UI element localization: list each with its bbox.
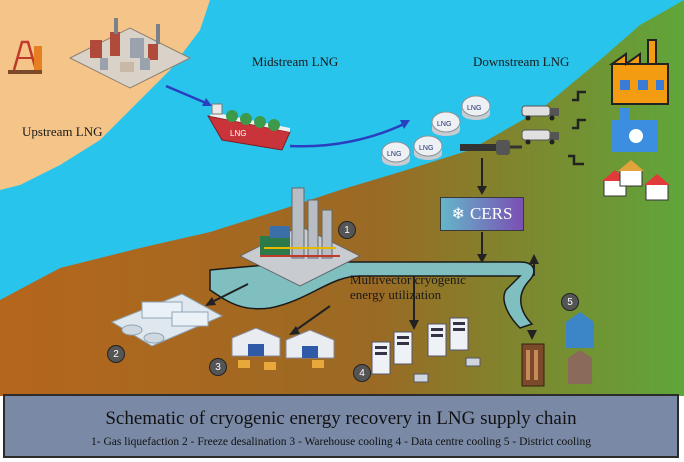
downstream-label: Downstream LNG: [473, 54, 570, 69]
caption-box: Schematic of cryogenic energy recovery i…: [3, 394, 679, 458]
upstream-label: Upstream LNG: [22, 124, 103, 139]
data-centre-icon: [371, 317, 481, 383]
ship-lng-text: LNG: [230, 129, 246, 138]
marker-1: 1: [338, 221, 356, 239]
cers-box: ❄ CERS: [440, 197, 524, 231]
gas-processing-plant-icon: [68, 18, 192, 89]
freeze-desalination-plant-icon: [110, 293, 224, 347]
arrow-ship-to-terminal: [289, 120, 410, 148]
caption-legend: 1- Gas liquefaction 2 - Freeze desalinat…: [91, 436, 591, 448]
multivector-label: Multivector cryogenic energy utilization: [350, 272, 466, 302]
arrow-return-up: [529, 254, 539, 276]
arrow-to-district: [527, 330, 537, 340]
lng-storage-tanks-icon: LNG LNG LNG LNG: [381, 95, 491, 166]
tank-lng-text: LNG: [387, 151, 401, 158]
arrow-upstream-to-ship: [165, 84, 212, 106]
power-plant-icon: [612, 108, 658, 152]
factory-icon: [608, 39, 669, 105]
gas-liquefaction-plant-icon: [238, 187, 362, 287]
cers-label: CERS: [469, 204, 513, 223]
cold-warehouse-icon: [231, 327, 335, 370]
marker-3: 3: [209, 358, 227, 376]
lng-carrier-ship-icon: LNG: [207, 103, 291, 151]
caption-title: Schematic of cryogenic energy recovery i…: [105, 408, 577, 429]
marker-4: 4: [353, 364, 371, 382]
marker-5: 5: [561, 293, 579, 311]
arrow-to-warehouse: [289, 305, 331, 335]
snowflake-icon: ❄: [451, 206, 465, 223]
tank-lng-text: LNG: [437, 121, 451, 128]
lng-trucks-icon: [521, 105, 559, 145]
arrow-cers-to-flow: [477, 232, 487, 263]
tank-lng-text: LNG: [419, 145, 433, 152]
arrow-pipe-to-cers: [477, 158, 487, 195]
midstream-label: Midstream LNG: [252, 54, 339, 69]
arrow-to-datacentre: [409, 276, 419, 330]
oil-derrick-icon: [8, 40, 42, 74]
district-buildings-icon: [521, 312, 594, 387]
arrow-to-desalination: [205, 283, 249, 306]
distribution-pipe-icons: [568, 90, 586, 166]
marker-2: 2: [107, 345, 125, 363]
houses-icon: [602, 160, 670, 201]
tank-lng-text: LNG: [467, 105, 481, 112]
regasification-pipe-icon: [460, 140, 522, 155]
